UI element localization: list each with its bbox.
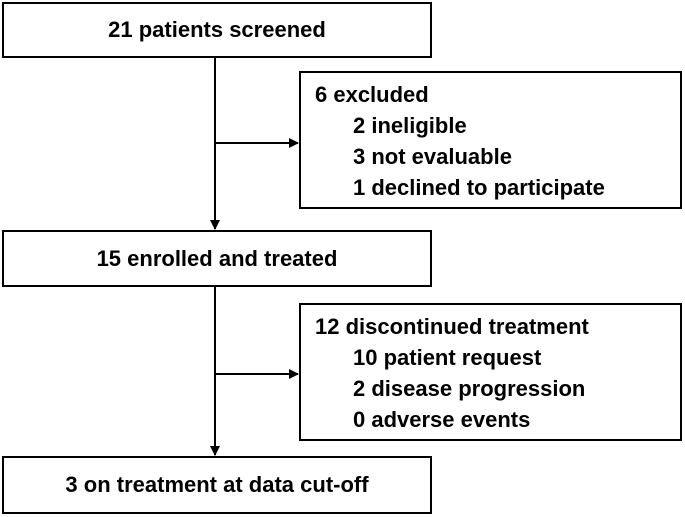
excluded-item-ineligible: 2 ineligible (353, 113, 467, 138)
on-treatment-label: 3 on treatment at data cut-off (65, 472, 369, 497)
enrolled-label: 15 enrolled and treated (96, 245, 338, 271)
discontinued-title: 12 discontinued treatment (315, 314, 589, 339)
excluded-item-declined: 1 declined to participate (353, 175, 605, 200)
discontinued-box: 12 discontinued treatment 10 patient req… (299, 303, 682, 441)
screened-box: 21 patients screened (2, 2, 432, 58)
discontinued-item-patient-request: 10 patient request (353, 345, 542, 370)
screened-label: 21 patients screened (108, 17, 326, 42)
discontinued-item-disease-progression: 2 disease progression (353, 376, 586, 401)
excluded-item-not-evaluable: 3 not evaluable (353, 144, 512, 169)
excluded-title: 6 excluded (315, 82, 429, 107)
discontinued-item-adverse-events: 0 adverse events (353, 407, 531, 432)
on-treatment-box: 3 on treatment at data cut-off (2, 456, 432, 514)
enrolled-box: 15 enrolled and treated (2, 230, 432, 287)
excluded-box: 6 excluded 2 ineligible 3 not evaluable … (299, 71, 682, 209)
